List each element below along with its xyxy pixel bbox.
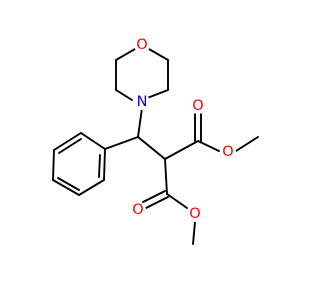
bond-ch-phenyl (104, 136, 139, 150)
atom-label-ester1-carbonyl-oxygen: O (192, 98, 203, 114)
atom-label-ring-oxygen: O (136, 37, 147, 53)
bond-ester2-c-o-double-a (142, 190, 166, 203)
atom-ester2-ether-oxygen: O (187, 206, 203, 222)
atom-ring-oxygen: O (134, 37, 150, 53)
bond-ring-c2-n (115, 89, 133, 101)
molecule-structure: O N O O O O (52, 37, 259, 245)
atom-ester1-ether-oxygen: O (220, 144, 236, 160)
atom-label-ester2-carbonyl-oxygen: O (132, 202, 143, 218)
bond-ph-6-1 (103, 148, 106, 181)
bond-ester1-c-o-single (197, 140, 220, 152)
atom-nitrogen: N (134, 94, 150, 110)
bond-ph-3-4 (52, 149, 55, 181)
bond-ph-1-2 (80, 132, 106, 150)
atom-ester1-carbonyl-oxygen: O (190, 98, 206, 114)
bond-ester2-o-me (192, 221, 196, 245)
bond-ph-inner-b (57, 177, 80, 191)
bond-ph-inner-c (98, 154, 101, 178)
bond-ester2-c-o-double-b (145, 196, 169, 209)
bond-ester2-c-o-single (166, 193, 188, 209)
bond-ph-4-5 (52, 179, 80, 196)
structure-canvas: O N O O O O (52, 37, 259, 245)
atom-label-ester2-ether-oxygen: O (189, 206, 200, 222)
bond-n-ch (137, 107, 143, 138)
bond-ph-inner-a (58, 138, 82, 154)
bond-ch-ester1-c (164, 140, 199, 160)
atom-label-nitrogen: N (137, 94, 148, 110)
bond-ph-2-3 (53, 132, 82, 151)
atom-ester2-carbonyl-oxygen: O (130, 202, 146, 218)
atom-label-ester1-ether-oxygen: O (222, 144, 233, 160)
bond-ch-ester2-c (164, 158, 168, 195)
atom-labels: O N O O O O (130, 37, 236, 222)
bonds (52, 44, 259, 245)
bond-ch-ch (137, 136, 166, 160)
bond-ph-5-6 (78, 179, 105, 196)
bond-ester1-o-me (235, 136, 259, 152)
